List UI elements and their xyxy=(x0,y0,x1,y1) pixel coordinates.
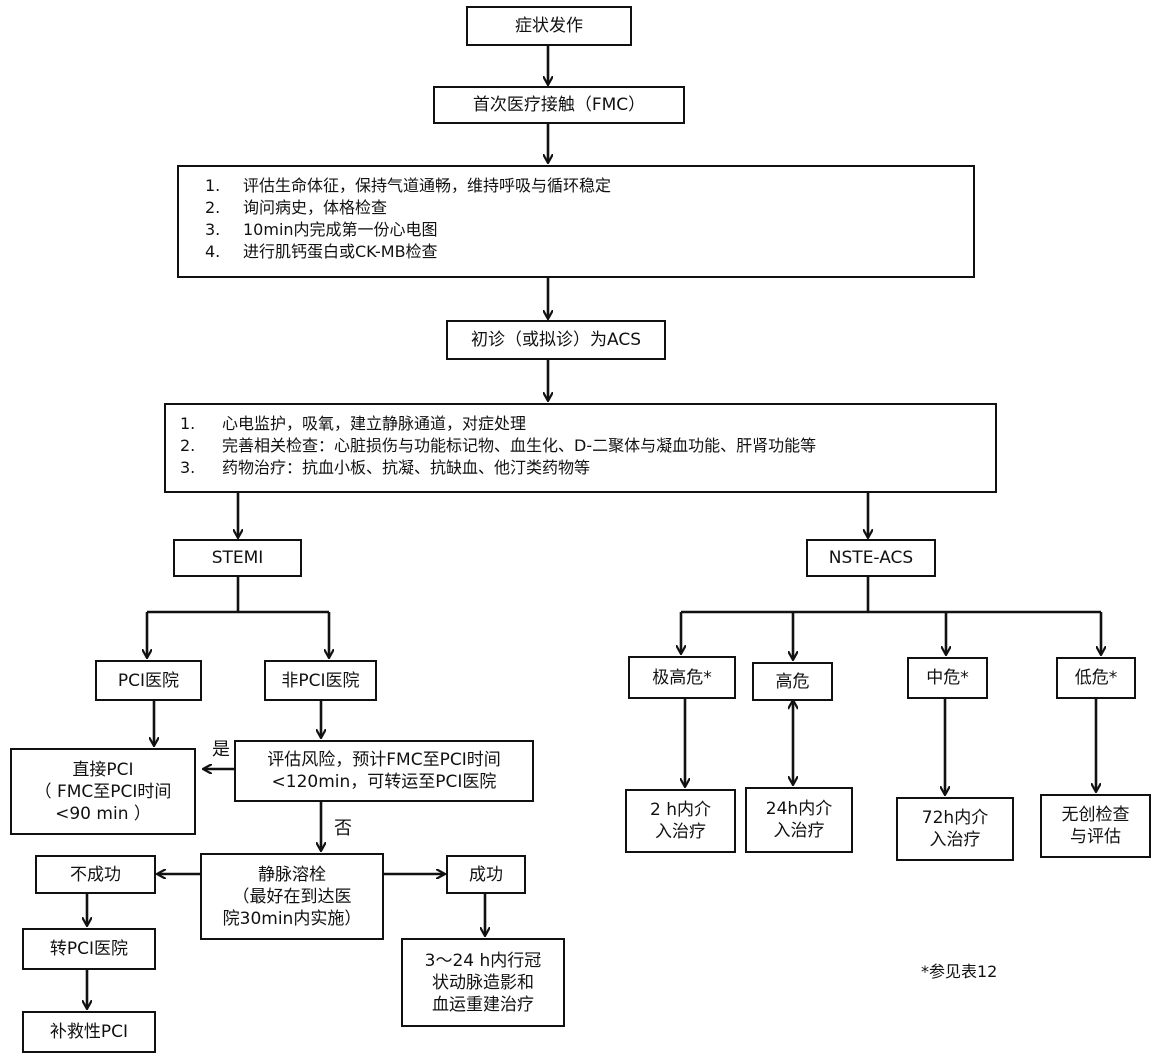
treat-24h-line: 24h内介 xyxy=(765,799,833,819)
non-pci-hospital-box: 非PCI医院 xyxy=(264,660,377,701)
step-text: 心电监护，吸氧，建立静脉通道，对症处理 xyxy=(222,414,527,433)
treat-72h-line: 入治疗 xyxy=(929,830,981,850)
initial-step-item: 1. 评估生命体征，保持气道通畅，维持呼吸与循环稳定 xyxy=(205,175,959,197)
step-text: 进行肌钙蛋白或CK-MB检查 xyxy=(243,242,438,261)
treat-2h-line: 2 h内介 xyxy=(650,800,711,820)
step-number: 1. xyxy=(180,414,196,433)
diagnosis-box: 初诊（或拟诊）为ACS xyxy=(446,320,666,360)
noninvasive-box: 无创检查 与评估 xyxy=(1040,794,1151,858)
high-risk-box: 高危 xyxy=(752,662,833,701)
management-steps-box: 1. 心电监护，吸氧，建立静脉通道，对症处理 2. 完善相关检查：心脏损伤与功能标记… xyxy=(164,403,997,493)
initial-step-item: 2. 询问病史，体格检查 xyxy=(205,197,959,219)
transfer-pci-label: 转PCI医院 xyxy=(49,939,129,959)
very-high-risk-label: 极高危* xyxy=(652,667,712,688)
thrombolysis-box: 静脉溶栓 （最好在到达医 院30min内实施） xyxy=(200,853,384,940)
direct-pci-line: <90 min ） xyxy=(55,803,151,824)
diagnosis-label: 初诊（或拟诊）为ACS xyxy=(471,330,641,350)
step-text: 询问病史，体格检查 xyxy=(243,198,388,217)
low-risk-label: 低危* xyxy=(1074,668,1118,688)
nste-acs-box: NSTE-ACS xyxy=(806,539,936,577)
step-number: 2. xyxy=(205,198,221,217)
stemi-label: STEMI xyxy=(211,548,264,568)
step-text: 评估生命体征，保持气道通畅，维持呼吸与循环稳定 xyxy=(243,176,612,195)
transfer-pci-box: 转PCI医院 xyxy=(22,928,156,970)
thrombolysis-line: 静脉溶栓 xyxy=(258,864,326,885)
step-number: 1. xyxy=(205,176,221,195)
step-text: 10min内完成第一份心电图 xyxy=(243,220,438,239)
management-step-item: 1. 心电监护，吸氧，建立静脉通道，对症处理 xyxy=(180,413,981,435)
assess-risk-line: <120min，可转运至PCI医院 xyxy=(271,772,497,792)
medium-risk-label: 中危* xyxy=(926,668,969,688)
direct-pci-box: 直接PCI （ FMC至PCI时间 <90 min ） xyxy=(10,748,196,835)
no-label: 否 xyxy=(334,818,352,839)
pci-hospital-box: PCI医院 xyxy=(95,660,202,701)
very-high-risk-box: 极高危* xyxy=(628,656,736,699)
treat-2h-box: 2 h内介 入治疗 xyxy=(625,789,736,853)
rescue-pci-label: 补救性PCI xyxy=(49,1022,129,1042)
initial-step-item: 4. 进行肌钙蛋白或CK-MB检查 xyxy=(205,241,959,263)
thrombolysis-line: 院30min内实施） xyxy=(222,908,362,929)
noninvasive-line: 无创检查 xyxy=(1061,805,1130,825)
success-label: 成功 xyxy=(469,864,503,885)
step-number: 3. xyxy=(205,220,221,239)
non-pci-hospital-label: 非PCI医院 xyxy=(281,670,360,691)
direct-pci-line: （ FMC至PCI时间 xyxy=(34,781,172,802)
treat-24h-line: 入治疗 xyxy=(773,821,825,841)
treat-2h-line: 入治疗 xyxy=(655,822,706,842)
angiography-line: 血运重建治疗 xyxy=(432,994,534,1015)
step-number: 2. xyxy=(180,436,196,455)
failure-box: 不成功 xyxy=(35,855,156,894)
onset-label: 症状发作 xyxy=(515,16,583,36)
fmc-label: 首次医疗接触（FMC） xyxy=(472,95,646,115)
stemi-box: STEMI xyxy=(173,539,302,577)
treat-72h-box: 72h内介 入治疗 xyxy=(896,797,1014,861)
assess-risk-box: 评估风险，预计FMC至PCI时间 <120min，可转运至PCI医院 xyxy=(234,740,534,802)
footnote: *参见表12 xyxy=(921,962,998,981)
onset-box: 症状发作 xyxy=(466,6,632,46)
initial-step-item: 3. 10min内完成第一份心电图 xyxy=(205,219,959,241)
success-box: 成功 xyxy=(446,855,526,894)
noninvasive-line: 与评估 xyxy=(1070,827,1121,847)
nste-acs-label: NSTE-ACS xyxy=(828,548,914,568)
low-risk-box: 低危* xyxy=(1056,657,1136,699)
treat-24h-box: 24h内介 入治疗 xyxy=(745,787,853,853)
pci-hospital-label: PCI医院 xyxy=(117,670,180,691)
initial-steps-box: 1. 评估生命体征，保持气道通畅，维持呼吸与循环稳定 2. 询问病史，体格检查 3.… xyxy=(177,165,975,278)
step-text: 药物治疗：抗血小板、抗凝、抗缺血、他汀类药物等 xyxy=(222,458,591,477)
management-step-item: 2. 完善相关检查：心脏损伤与功能标记物、血生化、D-二聚体与凝血功能、肝肾功能等 xyxy=(180,435,981,457)
treat-72h-line: 72h内介 xyxy=(921,808,989,828)
management-step-item: 3. 药物治疗：抗血小板、抗凝、抗缺血、他汀类药物等 xyxy=(180,457,981,479)
thrombolysis-line: （最好在到达医 xyxy=(232,886,352,907)
fmc-box: 首次医疗接触（FMC） xyxy=(433,86,685,124)
medium-risk-box: 中危* xyxy=(907,657,988,699)
angiography-box: 3～24 h内行冠 状动脉造影和 血运重建治疗 xyxy=(401,938,565,1027)
step-number: 3. xyxy=(180,458,196,477)
direct-pci-line: 直接PCI xyxy=(72,759,134,780)
angiography-line: 状动脉造影和 xyxy=(432,972,534,993)
failure-label: 不成功 xyxy=(70,864,121,885)
yes-label: 是 xyxy=(212,739,230,760)
high-risk-label: 高危 xyxy=(775,671,810,692)
step-text: 完善相关检查：心脏损伤与功能标记物、血生化、D-二聚体与凝血功能、肝肾功能等 xyxy=(222,436,817,455)
rescue-pci-box: 补救性PCI xyxy=(22,1011,156,1053)
assess-risk-line: 评估风险，预计FMC至PCI时间 xyxy=(267,750,501,770)
angiography-line: 3～24 h内行冠 xyxy=(424,950,542,971)
step-number: 4. xyxy=(205,242,221,261)
